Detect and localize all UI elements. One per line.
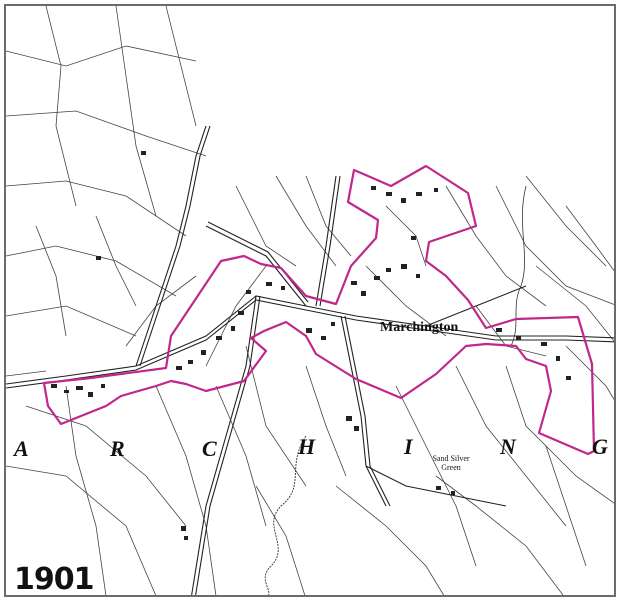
field-boundaries (6, 6, 614, 595)
sheet-letter-i: I (404, 434, 413, 459)
buildings (51, 151, 571, 540)
sheet-letter-r: R (110, 436, 125, 461)
minor-place-name: Sand Silver Green (432, 454, 470, 472)
map-frame: A R C H I N G Marchington Sand Silver Gr… (4, 4, 616, 597)
village-name: Marchington (380, 320, 459, 335)
stream-2 (510, 185, 527, 347)
stream (264, 435, 307, 595)
sheet-letter-c: C (202, 436, 217, 461)
year-label: 1901 (14, 562, 94, 597)
blank-area (204, 6, 614, 176)
sheet-letter-a: A (14, 436, 29, 461)
sheet-letter-g: G (592, 434, 608, 459)
conservation-boundary (42, 164, 596, 456)
historic-map (6, 6, 614, 595)
sheet-letter-n: N (500, 434, 516, 459)
sheet-letter-h: H (298, 434, 316, 459)
roads (6, 125, 614, 595)
